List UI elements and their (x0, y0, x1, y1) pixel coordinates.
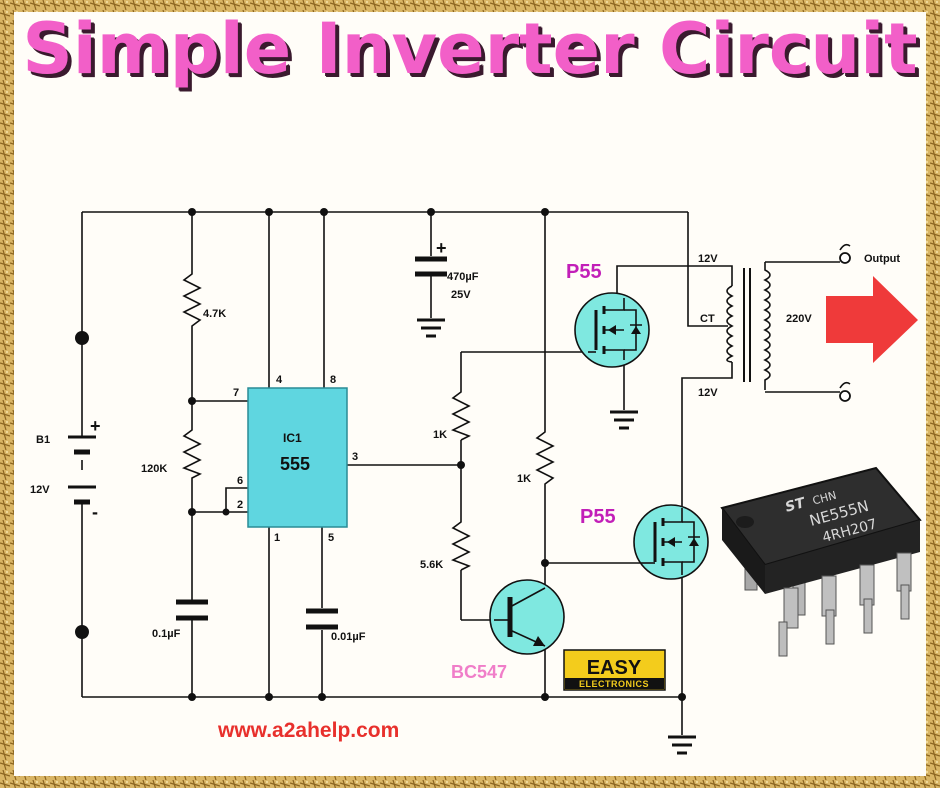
capacitor-470uf-value: 470µF (447, 271, 479, 283)
easy-electronics-badge: EASY ELECTRONICS (563, 649, 666, 691)
transistor-bc547: BC547 (451, 579, 565, 682)
resistor-1k-base: 1K (433, 388, 471, 441)
ic-name-label: IC1 (283, 431, 302, 445)
transformer: 12V CT 12V 220V (698, 253, 812, 399)
resistor-120k-label: 120K (141, 463, 167, 475)
wires (81, 211, 840, 735)
website-link[interactable]: www.a2ahelp.com (217, 719, 399, 742)
ic-type-label: 555 (280, 454, 310, 474)
capacitor-0.01uf: 0.01µF (306, 608, 366, 643)
output-terminals: Output (839, 243, 900, 402)
battery-plus-label: + (90, 416, 101, 436)
junction-dots (188, 208, 686, 701)
svg-text:ST: ST (784, 495, 809, 516)
ic-pin-3: 3 (352, 451, 358, 463)
ground-symbol (417, 318, 445, 338)
mosfet-top-label: P55 (566, 261, 602, 283)
ic-pin-1: 1 (274, 532, 280, 544)
mosfet-bottom-label: P55 (580, 506, 616, 528)
transformer-tap-center: CT (700, 313, 715, 325)
transformer-secondary-label: 220V (786, 313, 812, 325)
ic-pin-7: 7 (233, 387, 239, 399)
resistor-5.6k-label: 5.6K (420, 559, 443, 571)
transformer-tap-top: 12V (698, 253, 718, 265)
ic-pin-8: 8 (330, 374, 336, 386)
transformer-tap-bottom: 12V (698, 387, 718, 399)
battery-voltage-label: 12V (30, 484, 50, 496)
battery-b1: B1 12V + - (30, 331, 101, 639)
chip-marking-line1: CHN (811, 489, 838, 508)
ground-symbol (610, 410, 638, 430)
capacitor-0.1uf-label: 0.1µF (152, 628, 181, 640)
badge-line2: ELECTRONICS (579, 679, 649, 689)
ne555-chip-illustration: ST CHN NE555N 4RH207 (720, 466, 922, 657)
resistor-1k-base-label: 1K (433, 429, 447, 441)
resistor-1k-collector: 1K (517, 428, 555, 488)
ic-pin-6: 6 (237, 475, 243, 487)
resistor-4.7k: 4.7K (182, 270, 226, 330)
resistor-5.6k: 5.6K (420, 518, 471, 571)
capacitor-0.1uf: 0.1µF (152, 598, 208, 640)
mosfet-bottom: P55 (580, 504, 709, 580)
resistor-4.7k-label: 4.7K (203, 308, 226, 320)
capacitor-470uf-voltage: 25V (451, 289, 471, 301)
page-title: Simple Inverter Circuit (22, 8, 918, 90)
ic-555: IC1 555 4 8 7 6 2 3 1 5 (233, 374, 358, 544)
resistor-1k-collector-label: 1K (517, 473, 531, 485)
badge-line1: EASY (587, 657, 642, 679)
ic-pin-5: 5 (328, 532, 334, 544)
output-arrow (826, 276, 918, 363)
battery-minus-label: - (92, 502, 98, 522)
ic-pin-2: 2 (237, 499, 243, 511)
battery-name-label: B1 (36, 434, 50, 446)
capacitor-0.01uf-label: 0.01µF (331, 631, 366, 643)
resistor-120k: 120K (141, 425, 202, 480)
capacitor-470uf-plus: + (436, 238, 447, 258)
ground-symbol (668, 735, 696, 755)
transistor-label: BC547 (451, 662, 507, 682)
ic-pin-4: 4 (276, 374, 283, 386)
output-label: Output (864, 253, 900, 265)
capacitor-470uf: + 470µF 25V (415, 238, 479, 301)
mosfet-top: P55 (566, 261, 650, 368)
